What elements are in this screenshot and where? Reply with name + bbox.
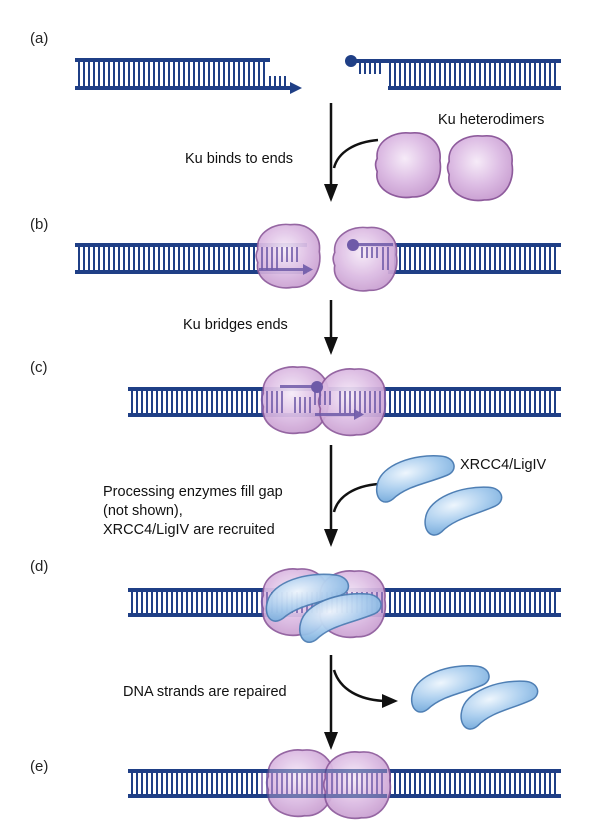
step-arrow-ku-binds: [324, 103, 379, 202]
panel-label-c: (c): [30, 359, 48, 376]
panel-label-b: (b): [30, 216, 48, 233]
step-arrow-repaired: [324, 655, 398, 750]
panel-label-d: (d): [30, 558, 48, 575]
ku-heterodimer-bound-left: [255, 223, 321, 289]
ku-heterodimer-pair-e: [261, 749, 392, 820]
step-label-processing-line3: XRCC4/LigIV are recruited: [103, 522, 275, 538]
step-label-processing-line1: Processing enzymes fill gap: [103, 484, 283, 500]
panel-label-a: (a): [30, 30, 48, 47]
label-ku-heterodimers: Ku heterodimers: [438, 112, 544, 128]
xrcc4-ligiv-free-2: [418, 480, 508, 538]
ku-heterodimer-bound-right: [332, 226, 398, 292]
label-xrcc4-ligiv: XRCC4/LigIV: [460, 457, 547, 473]
step-arrow-processing: [324, 445, 379, 547]
ku-heterodimer-free-2: [446, 134, 514, 202]
dna-left-fragment-b: [75, 243, 307, 274]
panel-label-e: (e): [30, 758, 48, 775]
step-label-processing-line2: (not shown),: [103, 503, 183, 519]
step-label-ku-bridges: Ku bridges ends: [183, 317, 288, 333]
dna-right-fragment-a: [345, 55, 561, 90]
step-label-ku-binds: Ku binds to ends: [185, 151, 293, 167]
ku-heterodimer-free-1: [374, 131, 442, 199]
ku-heterodimer-pair-c: [260, 366, 387, 437]
step-arrow-ku-bridges: [324, 300, 338, 355]
step-label-repaired: DNA strands are repaired: [123, 684, 287, 700]
dna-right-fragment-b: [355, 243, 561, 274]
dna-left-fragment-a: [75, 58, 302, 94]
